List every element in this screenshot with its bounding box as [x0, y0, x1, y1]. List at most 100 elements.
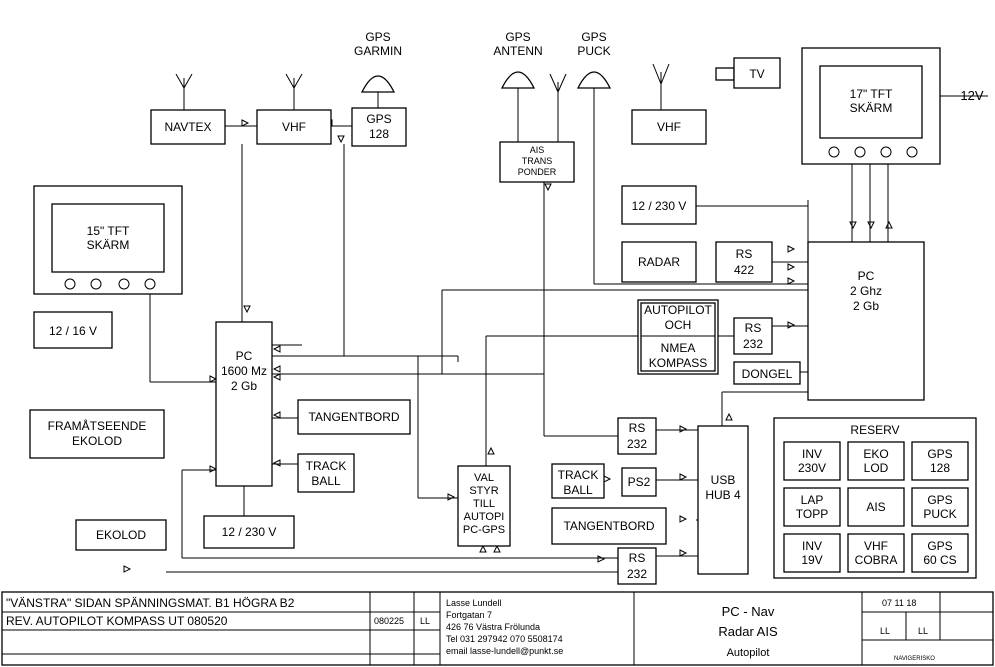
- author-tel: Tel 031 297942 070 5508174: [446, 634, 563, 644]
- pc-right-label-line3: 2 Gb: [853, 299, 879, 313]
- drawing-title-line3: Autopilot: [727, 647, 770, 659]
- autopilot-unit: [637, 299, 719, 375]
- power-12-230-bottom-label: 12 / 230 V: [222, 525, 277, 539]
- reserv-cell-label: GPS: [927, 493, 952, 507]
- tv-plug: [715, 67, 735, 81]
- autopilot-label: AUTOPILOT: [644, 303, 712, 317]
- gps-garmin-dome-icon: [360, 75, 396, 108]
- rs232-lower-box: [617, 547, 657, 585]
- valstyr-box: [457, 465, 511, 547]
- reserv-cell-box: [911, 533, 969, 573]
- gps-antenn-dome-icon: [500, 71, 536, 142]
- radar-box: [621, 241, 697, 283]
- nmea-kompass-label: NMEA: [661, 341, 696, 355]
- trackball-right-box: [551, 463, 605, 499]
- ais-antenna-icon: [549, 73, 567, 142]
- tv-label: TV: [749, 67, 764, 81]
- ekolod-box: [75, 519, 167, 551]
- screen15-label-line2: SKÄRM: [87, 238, 130, 252]
- reserv-cell-label: 230V: [798, 461, 826, 475]
- title-block: [1, 591, 994, 666]
- tangentbord-left-box: [297, 399, 411, 435]
- reserv-cell-label: LAP: [801, 493, 824, 507]
- dongel-label: DONGEL: [742, 367, 793, 381]
- vhf-antenna-icon: [285, 73, 303, 110]
- vhf-left-box: [256, 109, 332, 145]
- navtex-antenna-icon: [175, 73, 193, 110]
- gps-puck-label-line2: PUCK: [577, 44, 610, 58]
- monitor-15-icon: [33, 185, 183, 295]
- reserv-cell-label: LOD: [864, 461, 889, 475]
- tangentbord-right-label: TANGENTBORD: [563, 519, 654, 533]
- rs232-upper-box: [617, 417, 657, 455]
- reserv-cell-label: VHF: [864, 539, 888, 553]
- ps2-box: [621, 467, 657, 497]
- revision-initials: LL: [420, 616, 430, 626]
- screen17-label-line2: SKÄRM: [850, 101, 893, 115]
- trackball-right-label: TRACK: [558, 468, 599, 482]
- connection-wires: [149, 73, 988, 573]
- power-12-230-top-label: 12 / 230 V: [632, 199, 687, 213]
- reserv-cell-box: [847, 441, 905, 481]
- rs422-box: [715, 241, 773, 283]
- framatseende-label-line2: EKOLOD: [72, 434, 122, 448]
- note-revision: REV. AUTOPILOT KOMPASS UT 080520: [6, 614, 228, 628]
- tangentbord-left-label: TANGENTBORD: [308, 410, 399, 424]
- reserv-cell-label: PUCK: [923, 507, 956, 521]
- ais-transponder-box: [499, 141, 575, 183]
- usb-hub-label-line2: HUB 4: [705, 488, 741, 502]
- reserv-cell-label: TOPP: [796, 507, 828, 521]
- reserv-cell-box: [911, 487, 969, 527]
- tangentbord-right-box: [551, 507, 667, 545]
- reserv-cell-box: [847, 487, 905, 527]
- monitor-17-icon: [801, 47, 941, 165]
- trackball-left-label: TRACK: [306, 459, 347, 473]
- usb-hub-box: [697, 425, 749, 575]
- reserv-cell-label: COBRA: [855, 553, 898, 567]
- power-12-230-top-box: [621, 185, 697, 225]
- ekolod-label: EKOLOD: [96, 528, 146, 542]
- drawing-name: NAVIGERISKO: [894, 656, 935, 662]
- vhf-right-label: VHF: [657, 120, 681, 134]
- drawing-title: PC - Nav: [722, 604, 775, 619]
- reserv-cell-box: [783, 533, 841, 573]
- radar-label: RADAR: [638, 255, 680, 269]
- navtex-label: NAVTEX: [164, 120, 211, 134]
- rs232-upper-label-line2: 232: [627, 437, 647, 451]
- power-12-16-box: [33, 311, 113, 349]
- valstyr-label: VAL: [474, 472, 494, 484]
- pc-right-box: [807, 241, 925, 401]
- valstyr-label-line3: TILL: [473, 498, 495, 510]
- ps2-label: PS2: [628, 475, 651, 489]
- revision-date: 080225: [374, 616, 404, 626]
- gps-garmin-label: GPS: [365, 30, 390, 44]
- reserv-cell-label: AIS: [866, 500, 885, 514]
- pc-left-label-line3: 2 Gb: [231, 379, 257, 393]
- drawing-date: 07 11 18: [882, 598, 916, 608]
- power-12-230-bottom-box: [203, 515, 295, 549]
- author-name: Lasse Lundell: [446, 598, 502, 608]
- reserv-cell-label: GPS: [927, 447, 952, 461]
- reserv-cell-box: [783, 487, 841, 527]
- checked-by: LL: [918, 626, 928, 636]
- vhf-right-box: [631, 109, 707, 145]
- drawing-title-line2: Radar AIS: [718, 624, 778, 639]
- rs422-label: RS: [736, 247, 753, 261]
- framatseende-label: FRAMÅTSEENDE: [48, 418, 147, 433]
- reserv-cell-label: GPS: [927, 539, 952, 553]
- drawn-by: LL: [880, 626, 890, 636]
- rs232-lower-label: RS: [629, 551, 646, 565]
- reserv-title: RESERV: [850, 423, 899, 437]
- author-email: email lasse-lundell@punkt.se: [446, 646, 563, 656]
- reserv-cell-label: 60 CS: [923, 553, 956, 567]
- gps-garmin-label-line2: GARMIN: [354, 44, 402, 58]
- reserv-cell-box: [911, 441, 969, 481]
- reserv-cell-label: 128: [930, 461, 950, 475]
- v12-label: 12V: [960, 88, 983, 103]
- reserv-cell-label: 19V: [801, 553, 822, 567]
- pc-left-box: [215, 321, 273, 487]
- author-city: 426 76 Västra Frölunda: [446, 622, 540, 632]
- rs232-mid-label: RS: [745, 321, 762, 335]
- screen15-label: 15" TFT: [87, 224, 130, 238]
- gps128-label: GPS: [366, 112, 391, 126]
